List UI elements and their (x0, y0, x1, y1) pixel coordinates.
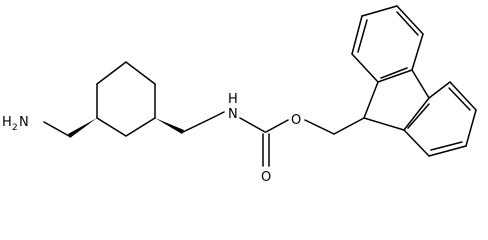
ring-bond (411, 33, 424, 71)
structure-canvas: H 2 N H N O O (2, 5, 477, 185)
ring-inner-bond (357, 19, 368, 53)
amine-h: H (2, 115, 12, 130)
n-carbonyl-bond (239, 117, 266, 133)
ring-bond (351, 15, 363, 55)
ester-oxygen-label: O (291, 113, 301, 128)
ring-bond (96, 61, 127, 85)
carbamate-h: H (228, 92, 238, 107)
ring-bond (465, 109, 477, 147)
ring-bond (411, 69, 430, 99)
ring-inner-bond (448, 87, 471, 111)
ring-bond (403, 129, 430, 157)
ring-bond (125, 61, 156, 85)
amine-label: H 2 N (2, 115, 29, 133)
amine-n: N (19, 115, 29, 130)
ring-bond (428, 81, 451, 99)
ring-inner-bond (407, 103, 430, 129)
wedge-bond-right (155, 118, 184, 134)
ring-bond (125, 117, 156, 137)
ring-bond (363, 81, 379, 119)
fluorene-upper-ring (351, 5, 424, 83)
ring-bond (403, 97, 430, 131)
carbonyl-oxygen-label: O (261, 170, 271, 185)
fluorene-central-ring (363, 69, 430, 131)
methylene-nh-bond (182, 117, 213, 133)
ring-inner-bond (430, 141, 463, 151)
carbonyl-ester-bond (265, 119, 289, 133)
carbamate-nh-label: H N (228, 92, 238, 122)
ring-inner-bond (380, 67, 408, 79)
ring-bond (96, 117, 127, 137)
ring-bond (377, 69, 413, 83)
ring-bond (449, 81, 477, 111)
ester-methylene-bond (304, 119, 335, 135)
ring-bond (363, 117, 405, 131)
carbamate-n: N (228, 107, 238, 122)
ring-bond (428, 145, 467, 157)
cyclohexane-ring (96, 61, 156, 137)
nh-bond (211, 111, 225, 119)
methylene-fluorenyl-bond (333, 117, 365, 135)
ring-bond (361, 5, 398, 17)
aminomethyl-bond (43, 121, 70, 137)
fluorene-lower-ring (403, 81, 477, 157)
ring-bond (351, 53, 379, 83)
molecule-structure: H 2 N H N O O (2, 5, 477, 185)
wedge-bond-left (68, 118, 97, 138)
amine-subscript: 2 (12, 123, 18, 133)
ring-bond (396, 5, 424, 35)
ring-inner-bond (396, 11, 419, 36)
